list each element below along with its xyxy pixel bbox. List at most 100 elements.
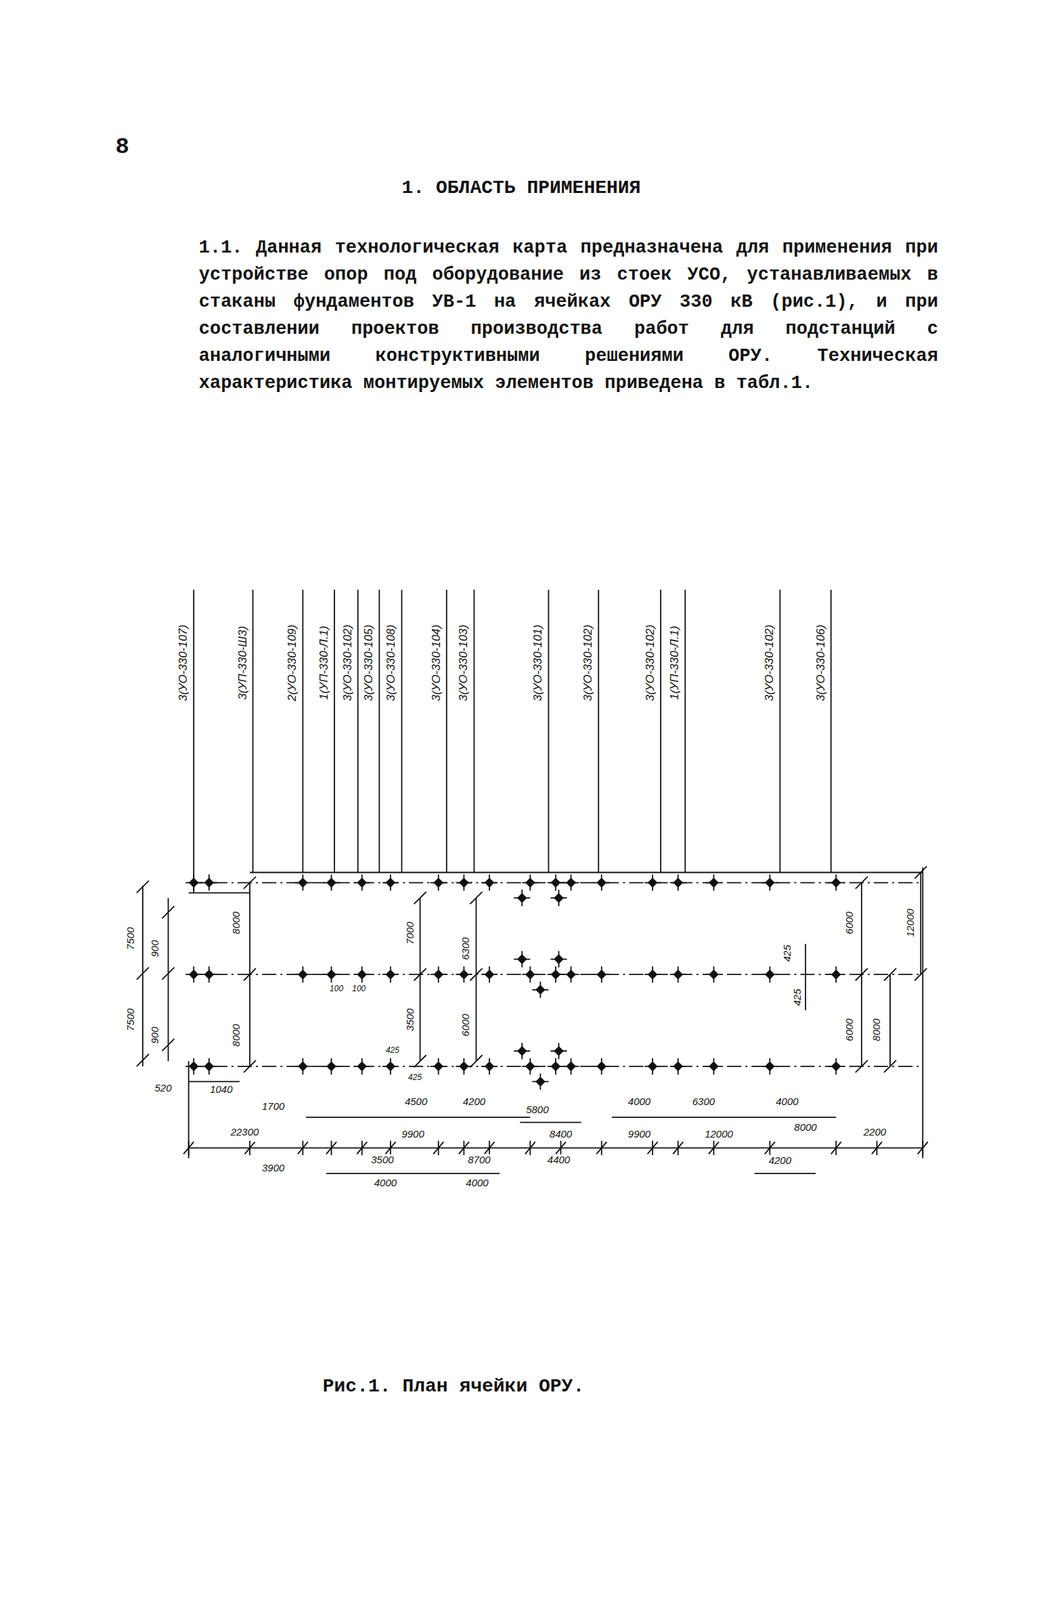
support-axis [521, 874, 539, 891]
support-symbol [670, 874, 687, 891]
dimension-line [243, 876, 256, 1073]
equipment-code: 3(УО-330-106) [814, 623, 828, 703]
support-axis [455, 1057, 472, 1075]
support-symbol [563, 1057, 580, 1075]
extension-line [188, 867, 924, 1158]
dimension-line [305, 1116, 530, 1118]
support-symbol [827, 1057, 845, 1075]
dimension-line [326, 1172, 500, 1174]
support-symbol [354, 1057, 371, 1075]
dimension-tick [555, 1140, 566, 1155]
support-symbol [761, 965, 778, 983]
dimension-tick [385, 1140, 396, 1155]
dimension-tick [297, 1140, 308, 1155]
dimension-value: 6300 [460, 935, 472, 961]
support-symbol [294, 874, 311, 891]
support-axis [481, 874, 498, 891]
support-symbol [323, 1057, 340, 1075]
support-axis [430, 965, 447, 983]
support-axis [481, 965, 498, 983]
dimension-value: 4000 [626, 1095, 652, 1108]
support-axis [294, 965, 311, 983]
support-axis [455, 965, 472, 983]
dimension-line [883, 967, 897, 1073]
leader-line [378, 589, 380, 872]
support-axis [705, 965, 722, 983]
support-symbol [513, 889, 530, 906]
dimension-tick [596, 1140, 607, 1155]
dimension-tick [831, 1140, 842, 1155]
dimension-value: 6000 [844, 910, 856, 936]
support-axis [354, 1057, 371, 1075]
leader-bus [188, 892, 250, 894]
support-axis [354, 965, 371, 983]
support-axis [705, 1057, 722, 1075]
support-axis [550, 951, 567, 968]
dimension-tick [708, 1140, 719, 1155]
dimension-value: 8700 [466, 1154, 492, 1166]
dimension-value: 6000 [460, 1011, 472, 1037]
leader-line [401, 589, 403, 872]
support-symbol [670, 1057, 687, 1075]
support-axis [563, 874, 580, 891]
dimension-value: 9900 [626, 1128, 652, 1140]
dimension-line [611, 1116, 836, 1118]
support-symbol [521, 874, 539, 891]
dimension-value: 6000 [844, 1017, 856, 1043]
support-symbol [563, 874, 580, 891]
dimension-value: 5800 [524, 1103, 550, 1116]
support-symbol [593, 1057, 610, 1075]
support-axis [294, 874, 311, 891]
support-axis [563, 965, 580, 983]
support-axis [513, 1042, 530, 1059]
dimension-line [136, 880, 149, 1067]
support-axis [354, 874, 371, 891]
support-axis [827, 1057, 845, 1075]
support-axis [670, 965, 687, 983]
dimension-value: 3500 [369, 1154, 395, 1166]
support-axis [382, 965, 399, 983]
dimension-value: 8000 [792, 1120, 818, 1133]
dimension-line [162, 897, 175, 1061]
leader-line [333, 589, 336, 872]
dimension-value: 8000 [230, 910, 243, 936]
support-symbol [550, 1042, 567, 1059]
support-symbol [550, 889, 567, 906]
support-symbol [323, 965, 340, 983]
support-axis [547, 1057, 564, 1075]
support-symbol [547, 1057, 564, 1075]
support-axis [761, 874, 778, 891]
dimension-value: 100 [350, 984, 367, 994]
support-symbol [201, 874, 218, 891]
support-symbol [827, 965, 845, 983]
dimension-value: 425 [406, 1073, 424, 1083]
support-symbol [382, 965, 399, 983]
dimension-tick [871, 1140, 882, 1155]
support-symbol [513, 951, 530, 968]
dimension-value: 1700 [260, 1100, 286, 1113]
dimension-tick [484, 1140, 495, 1155]
dimension-value: 6300 [691, 1095, 717, 1108]
dimension-tick [764, 1140, 776, 1155]
dimension-line [188, 1146, 924, 1148]
support-axis [323, 874, 340, 891]
dimension-value: 4200 [461, 1095, 487, 1108]
support-symbol [563, 965, 580, 983]
dimension-value: 900 [149, 938, 162, 958]
support-symbol [455, 1057, 472, 1075]
dimension-value: 4400 [546, 1154, 572, 1166]
support-symbol [670, 965, 687, 983]
dimension-value: 900 [149, 1024, 162, 1045]
support-symbol [481, 965, 498, 983]
page-number: 8 [115, 135, 130, 161]
support-symbol [521, 1057, 539, 1075]
support-axis [455, 874, 472, 891]
section-heading: 1. ОБЛАСТЬ ПРИМЕНЕНИЯ [402, 178, 641, 200]
support-symbol [354, 874, 371, 891]
support-symbol [644, 965, 661, 983]
support-axis [521, 965, 539, 983]
dimension-tick [917, 1140, 928, 1155]
equipment-code: 3(УО-330-108) [385, 623, 399, 703]
dimension-value: 1040 [208, 1083, 234, 1096]
